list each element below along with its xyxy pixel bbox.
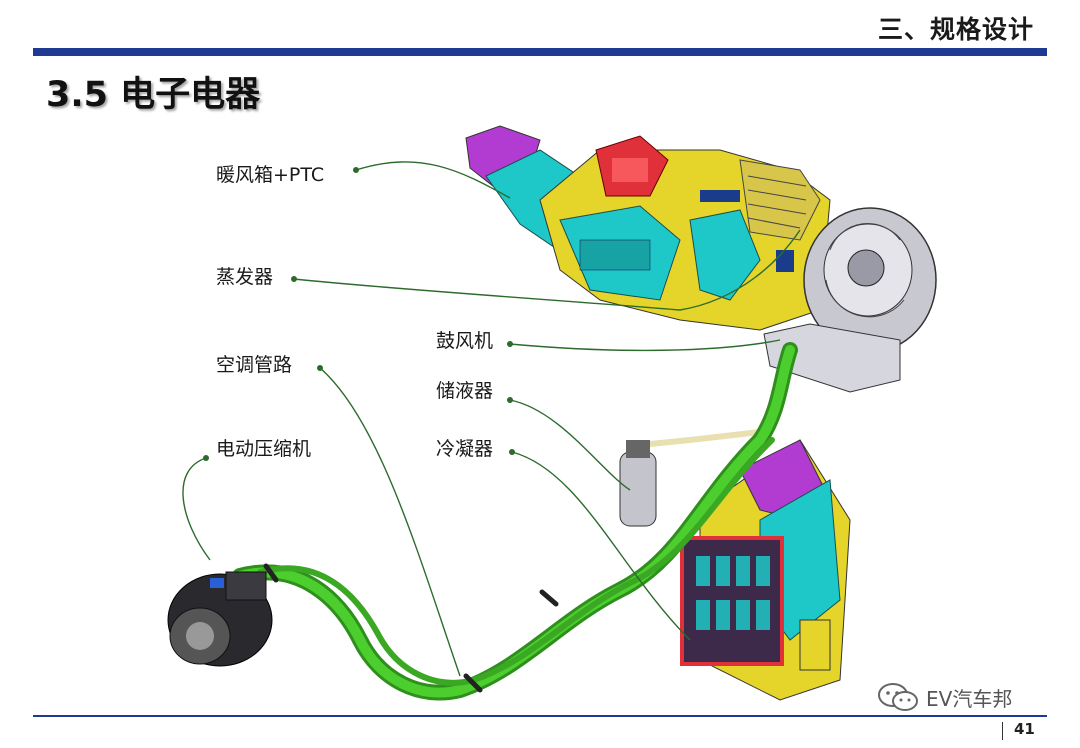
label-blower: 鼓风机 [436, 330, 494, 352]
brand-name: EV汽车邦 [926, 686, 1013, 711]
label-evaporator: 蒸发器 [216, 266, 274, 288]
ac-pipe-bundle [232, 342, 798, 701]
label-heater-box: 暖风箱+PTC [216, 164, 325, 186]
section-title: 三、规格设计 [877, 15, 1034, 44]
page-title: 3.5 电子电器 [46, 75, 261, 115]
page-number-divider [1002, 722, 1003, 740]
label-receiver-drier: 储液器 [436, 380, 494, 402]
page-number: 41 [1014, 720, 1035, 738]
label-condenser: 冷凝器 [436, 438, 494, 460]
brand-watermark: EV汽车邦 [876, 682, 1012, 712]
header-rule [33, 48, 1047, 56]
leader-lines [182, 161, 801, 677]
hvac-module [465, 125, 937, 393]
leader-dots [203, 167, 515, 461]
condenser-module [680, 439, 851, 701]
footer-rule [33, 715, 1047, 717]
wechat-icon [878, 683, 918, 711]
receiver-drier [619, 429, 761, 527]
label-compressor: 电动压缩机 [216, 438, 312, 460]
electric-compressor [167, 571, 273, 667]
label-ac-pipes: 空调管路 [216, 354, 293, 376]
